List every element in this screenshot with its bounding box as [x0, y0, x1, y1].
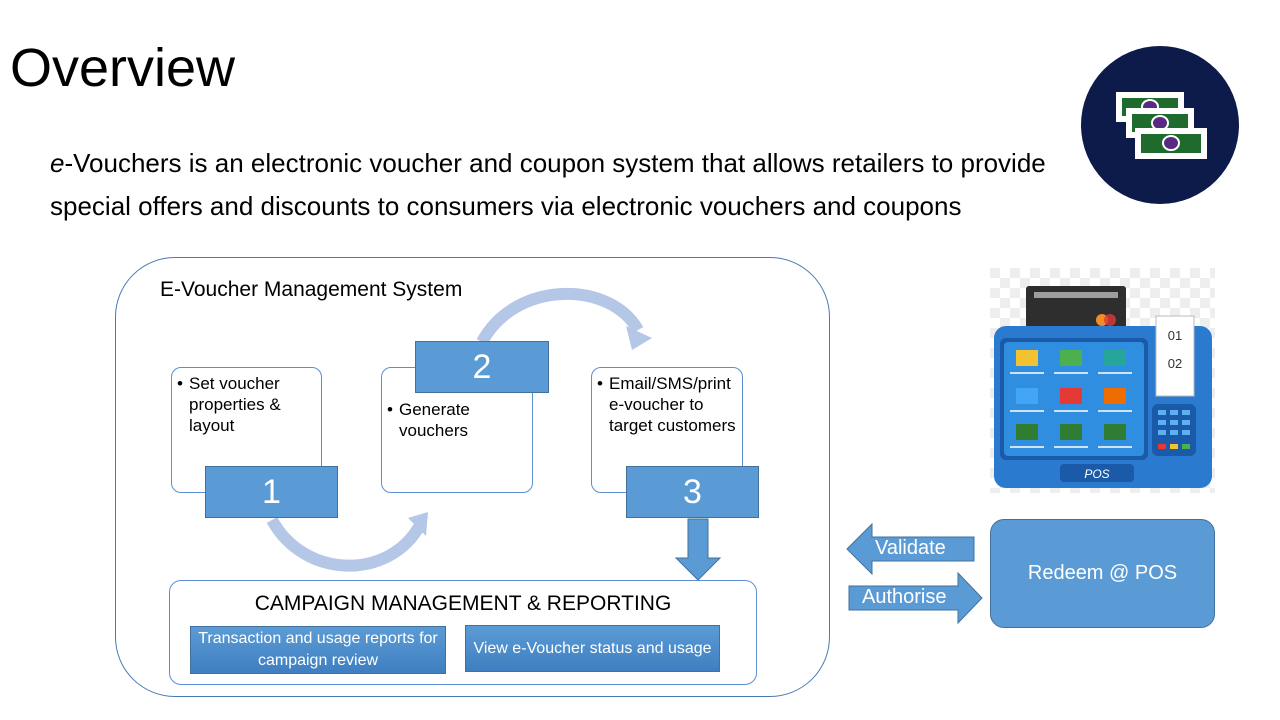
banknotes-icon — [1116, 92, 1207, 159]
pos-label: POS — [1084, 467, 1109, 481]
redeem-pos-box: Redeem @ POS — [990, 519, 1215, 628]
step-3-number: 3 — [626, 466, 759, 518]
arrow-1-to-2-head — [408, 512, 428, 536]
step-3-text: Email/SMS/print e-voucher to target cust… — [597, 373, 738, 436]
step-2-number: 2 — [415, 341, 549, 393]
process-arrows — [266, 287, 652, 572]
pos-terminal-icon: 01 02 POS — [990, 268, 1215, 493]
transaction-reports-button[interactable]: Transaction and usage reports for campai… — [190, 626, 446, 674]
authorise-label: Authorise — [862, 586, 947, 608]
ticket-number-2: 02 — [1168, 356, 1182, 371]
system-title: E-Voucher Management System — [160, 278, 463, 301]
step-1-number: 1 — [205, 466, 338, 518]
intro-rest: -Vouchers is an electronic voucher and c… — [50, 148, 1046, 221]
validate-arrow — [846, 523, 975, 575]
slide-title: Overview — [10, 38, 236, 98]
campaign-title: CAMPAIGN MANAGEMENT & REPORTING — [254, 592, 672, 615]
step-1-text: Set voucher properties & layout — [177, 373, 317, 436]
arrow-1-to-2 — [266, 516, 426, 572]
validate-label: Validate — [875, 537, 946, 559]
voucher-status-button[interactable]: View e-Voucher status and usage — [465, 625, 720, 672]
ticket-number-1: 01 — [1168, 328, 1182, 343]
intro-italic: e — [50, 148, 65, 178]
step-1-box: Set voucher properties & layout — [171, 367, 322, 493]
step-2-text: Generate vouchers — [387, 399, 528, 441]
authorise-arrow — [848, 572, 983, 624]
arrow-2-to-3 — [476, 287, 644, 346]
campaign-box — [169, 580, 757, 685]
system-container — [115, 257, 830, 697]
down-arrow — [674, 518, 722, 581]
logo-circle — [1081, 46, 1239, 204]
arrow-2-to-3-head — [626, 326, 652, 350]
intro-text: e-Vouchers is an electronic voucher and … — [50, 142, 1130, 228]
